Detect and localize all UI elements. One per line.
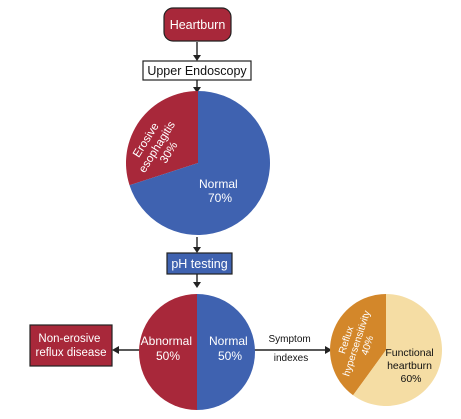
- arrowhead-non-erosive: [112, 346, 119, 354]
- non-erosive-node: Non-erosive reflux disease: [29, 324, 113, 367]
- ph-pie: [139, 294, 255, 410]
- heartburn-node: Heartburn: [163, 7, 232, 42]
- endoscopy-pie: [126, 91, 270, 236]
- arrowhead-endoscopy-pie: [193, 87, 201, 93]
- non-erosive-label: Non-erosive reflux disease: [36, 333, 107, 359]
- arrowhead-endoscopy: [193, 55, 201, 61]
- endoscopy-slice-0: [126, 91, 198, 186]
- ph-testing-label: pH testing: [171, 257, 227, 271]
- connectors: [112, 42, 332, 354]
- arrowhead-ph: [193, 247, 201, 253]
- indexes-slice-1: [353, 294, 442, 406]
- ph-testing-node: pH testing: [166, 252, 233, 275]
- upper-endoscopy-node: Upper Endoscopy: [142, 60, 252, 81]
- functional-heartburn-label: Functional heartburn 60%: [385, 347, 436, 385]
- abnormal-label: Abnormal 50%: [141, 334, 196, 363]
- arrowhead-symptom-indexes: [325, 346, 332, 354]
- upper-endoscopy-label: Upper Endoscopy: [147, 64, 247, 78]
- endoscopy-slice-1: [129, 91, 270, 236]
- indexes-pie: [329, 294, 442, 406]
- ph-pie-labels: Abnormal 50% Normal 50%: [141, 334, 251, 363]
- ph-slice-1: [197, 294, 255, 410]
- symptom-indexes-label: Symptom indexes: [268, 334, 313, 364]
- endoscopy-normal-label: Normal 70%: [199, 177, 241, 205]
- indexes-slice-0: [329, 294, 386, 396]
- heartburn-label: Heartburn: [170, 18, 226, 32]
- ph-slice-0: [139, 294, 197, 410]
- ph-normal-label: Normal 50%: [209, 334, 251, 363]
- arrowhead-ph-pie: [193, 282, 201, 288]
